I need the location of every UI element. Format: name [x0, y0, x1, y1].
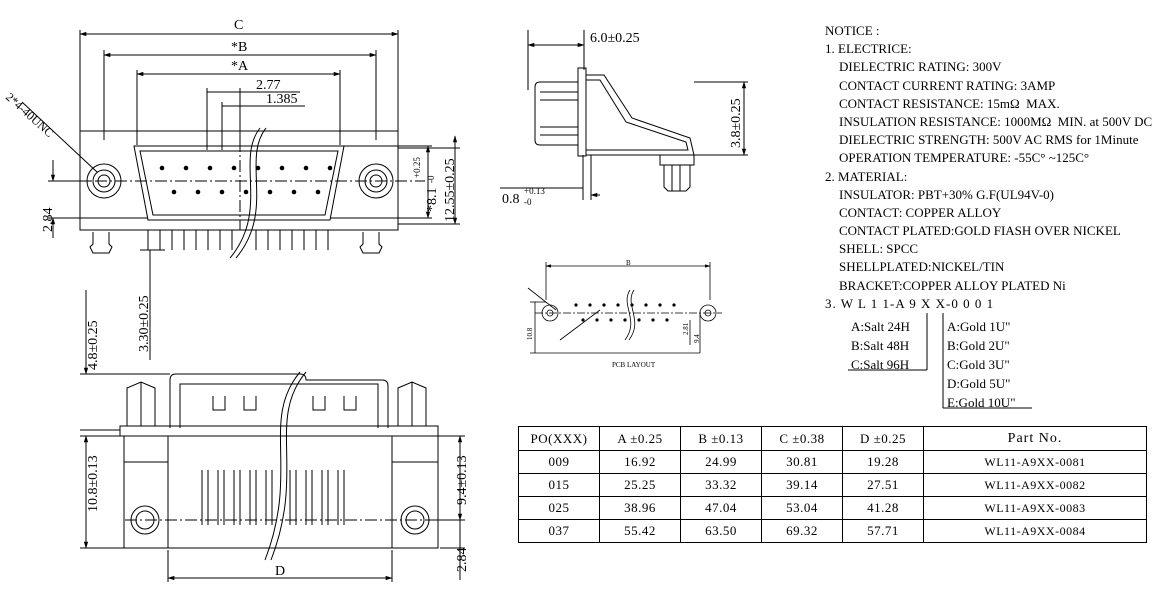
- table-cell: 63.50: [680, 519, 762, 543]
- salt-option: A:Salt 24H: [851, 319, 910, 334]
- dim-60: 6.0±0.25: [590, 31, 640, 46]
- notice-line: SHELL: SPCC: [839, 241, 919, 257]
- table-cell: 25.25: [599, 473, 681, 497]
- front-view: [21, 30, 460, 360]
- notice-line: 2. MATERIAL:: [825, 168, 908, 184]
- dim-08: 0.8: [502, 192, 520, 207]
- table-cell: 38.96: [599, 496, 681, 520]
- dim-81: *8.1: [425, 188, 440, 213]
- notice-line: NOTICE :: [825, 23, 880, 38]
- notice-line: INSULATOR: PBT+30% G.F(UL94V-0): [839, 186, 1054, 202]
- dim-b: *B: [231, 40, 247, 55]
- table-cell: 19.28: [842, 450, 924, 474]
- gold-option: A:Gold 1U": [947, 319, 1011, 334]
- dim-a: *A: [231, 59, 249, 74]
- table-header: C ±0.38: [761, 426, 843, 451]
- dim-108: 10.8±0.13: [86, 455, 101, 512]
- dim-c: C: [234, 18, 243, 33]
- order-code-brackets: [848, 313, 1032, 409]
- notice-line: 1. ELECTRICE:: [825, 41, 912, 57]
- dim-08-tol-dn: -0: [524, 197, 532, 207]
- side-view: [500, 30, 748, 200]
- dim-08-tol-up: +0.13: [524, 186, 545, 196]
- notice-line: CONTACT: COPPER ALLOY: [839, 204, 1002, 220]
- table-cell: 037: [518, 519, 600, 543]
- dim-hole: 2*4-40UNC: [3, 90, 56, 140]
- parts-table: PO(XXX) A ±0.25 B ±0.13 C ±0.38 D ±0.25 …: [518, 426, 1147, 543]
- notice-line: INSULATION RESISTANCE: 1000MΩ MIN. at 50…: [839, 113, 1153, 129]
- notice-line: OPERATION TEMPERATURE: -55C° ~125C°: [839, 150, 1090, 166]
- order-code-text: 3. W L 1 1-A 9 X X-0 0 0 1: [825, 296, 995, 311]
- table-cell: 27.51: [842, 473, 924, 497]
- table-header: A ±0.25: [599, 426, 681, 451]
- gold-option: D:Gold 5U": [947, 376, 1011, 391]
- gold-option: E:Gold 10U": [947, 395, 1016, 410]
- notice-block: NOTICE : 1. ELECTRICE: DIELECTRIC RATING: …: [825, 22, 1152, 295]
- table-header: B ±0.13: [680, 426, 762, 451]
- dim-1385: 1.385: [266, 92, 298, 107]
- table-cell: 16.92: [599, 450, 681, 474]
- table-cell: 30.81: [761, 450, 843, 474]
- pcb-281: 2.81: [682, 322, 690, 335]
- table-cell: 57.71: [842, 519, 924, 543]
- notice-line: CONTACT PLATED:GOLD FIASH OVER NICKEL: [839, 223, 1121, 239]
- notice-line: CONTACT CURRENT RATING: 3AMP: [839, 77, 1056, 93]
- dim-330: 3.30±0.25: [137, 295, 152, 352]
- gold-option: B:Gold 2U": [947, 338, 1010, 353]
- notice-line: DIELECTRIC RATING: 300V: [839, 59, 1002, 75]
- dim-38: 3.8±0.25: [729, 98, 744, 148]
- pcb-b: B: [626, 259, 631, 267]
- dim-81-tol-up: +0.25: [412, 157, 422, 178]
- dim-48: 4.8±0.25: [86, 320, 101, 370]
- table-header: PO(XXX): [518, 426, 600, 451]
- table-header-row: PO(XXX) A ±0.25 B ±0.13 C ±0.38 D ±0.25 …: [518, 426, 1147, 451]
- table-cell: WL11-A9XX-0083: [923, 496, 1147, 520]
- table-cell: 53.04: [761, 496, 843, 520]
- pcb-layout: [527, 262, 722, 354]
- pcb-title: PCB LAYOUT: [612, 361, 656, 369]
- table-cell: 47.04: [680, 496, 762, 520]
- dim-1255: 12.55±0.25: [443, 158, 458, 222]
- pcb-94: 9.4: [693, 334, 701, 343]
- table-cell: 015: [518, 473, 600, 497]
- notice-line: DIELECTRIC STRENGTH: 500V AC RMS for 1Mi…: [839, 132, 1139, 148]
- table-cell: 69.32: [761, 519, 843, 543]
- notice-line: BRACKET:COPPER ALLOY PLATED Ni: [839, 277, 1066, 293]
- notice-line: CONTACT RESISTANCE: 15mΩ MAX.: [839, 95, 1060, 111]
- table-cell: 55.42: [599, 519, 681, 543]
- bottom-view: [80, 290, 465, 582]
- table-header: Part No.: [923, 426, 1147, 451]
- table-cell: 025: [518, 496, 600, 520]
- table-cell: WL11-A9XX-0082: [923, 473, 1147, 497]
- dim-277: 2.77: [256, 78, 281, 93]
- pcb-108: 10.8: [526, 327, 534, 340]
- gold-option: C:Gold 3U": [947, 357, 1010, 372]
- table-cell: 33.32: [680, 473, 762, 497]
- notice-line: SHELLPLATED:NICKEL/TIN: [839, 259, 1005, 275]
- table-cell: 41.28: [842, 496, 924, 520]
- table-cell: WL11-A9XX-0084: [923, 519, 1147, 543]
- salt-option: B:Salt 48H: [851, 338, 910, 353]
- table-cell: 39.14: [761, 473, 843, 497]
- salt-option: C:Salt 96H: [851, 357, 910, 372]
- order-code: 3. W L 1 1-A 9 X X-0 0 0 1 A:Salt 24H B:…: [825, 295, 1016, 410]
- dim-284: 2.84: [41, 208, 56, 233]
- table-cell: 009: [518, 450, 600, 474]
- dim-d: D: [275, 564, 285, 579]
- table-header: D ±0.25: [842, 426, 924, 451]
- dim-94: 9.4±0.13: [455, 455, 470, 505]
- table-cell: WL11-A9XX-0081: [923, 450, 1147, 474]
- table-cell: 24.99: [680, 450, 762, 474]
- dim-81-tol-dn: -0: [426, 175, 436, 183]
- dim-284b: 2.84: [455, 548, 470, 573]
